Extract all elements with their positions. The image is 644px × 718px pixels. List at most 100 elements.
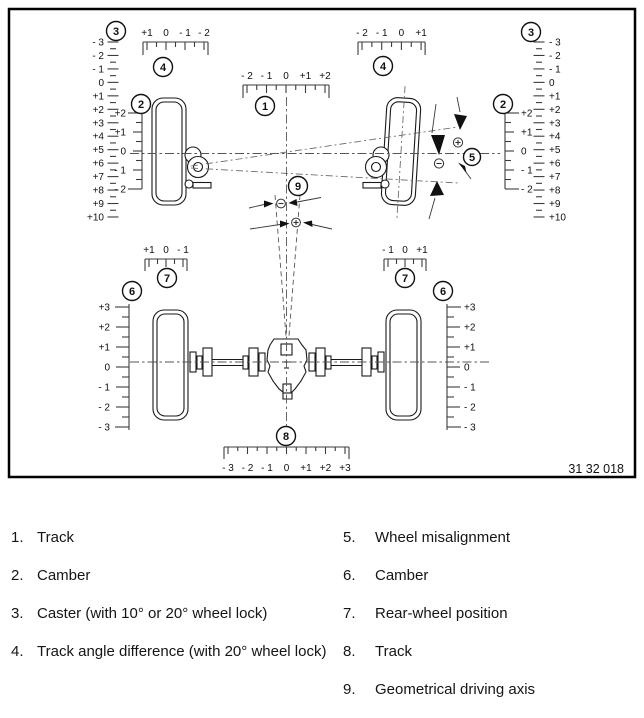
tick-label: +8: [549, 186, 561, 197]
callout-track-rear: 8: [275, 425, 297, 447]
down-arrow: [431, 135, 445, 155]
tick-label: +2: [464, 323, 476, 334]
tick-label: - 2: [198, 28, 210, 39]
tick-label: 0: [120, 147, 126, 158]
tick-label: 0: [163, 28, 169, 39]
tick-label: 0: [284, 463, 290, 474]
tick-label: 0: [399, 28, 405, 39]
tick-label: +9: [93, 199, 105, 210]
legend-label: Caster (with 10° or 20° wheel lock): [37, 605, 268, 622]
callout-camber-rear-left: 6: [121, 280, 143, 302]
tick-label: +3: [99, 303, 111, 314]
svg-text:9: 9: [295, 181, 301, 193]
tick-label: - 1: [376, 28, 388, 39]
minus-symbol: [276, 198, 286, 209]
callout-rear-position-right: 7: [394, 267, 416, 289]
camber-rear-scale-left: +3+2+10- 1- 2- 3: [98, 303, 130, 434]
figure-reference-number: 31 32 018: [568, 462, 624, 476]
legend-number: 3.: [11, 605, 24, 622]
tick-label: +1: [464, 343, 476, 354]
tick-label: - 2: [241, 71, 253, 82]
tick-label: +1: [141, 28, 153, 39]
tick-label: +5: [93, 145, 105, 156]
legend-label: Geometrical driving axis: [375, 681, 536, 698]
tick-label: +6: [549, 159, 561, 170]
tick-label: 0: [163, 245, 169, 256]
misalignment-arrows: [428, 96, 472, 220]
driving-axis-arrows: [248, 197, 333, 230]
tick-label: - 3: [549, 38, 561, 49]
legend-column-left: 1. Track 2. Camber 3. Caster (with 10° o…: [11, 528, 343, 718]
callout-camber-front-left: 2: [130, 93, 152, 115]
alignment-diagram: - 3- 2- 10+1+2+3+4+5+6+7+8+9+10 - 3- 2- …: [7, 7, 637, 479]
tick-label: +1: [143, 245, 155, 256]
front-left-wheel: [151, 97, 187, 206]
svg-text:2: 2: [500, 99, 506, 111]
rear-right-wheel: [385, 309, 422, 421]
tick-label: +1: [521, 128, 533, 139]
callout-track-angle-left: 4: [152, 56, 174, 78]
tick-label: 0: [549, 78, 555, 89]
tick-label: - 1: [464, 383, 476, 394]
tick-label: +2: [99, 323, 111, 334]
legend-item-rear-wheel-position: 7. Rear-wheel position: [343, 604, 535, 642]
svg-text:3: 3: [528, 27, 534, 39]
tick-label: +3: [549, 118, 561, 129]
tick-label: +1: [300, 71, 312, 82]
tick-label: - 2: [521, 185, 533, 196]
callout-wheel-misalignment: 5: [462, 147, 482, 167]
tick-label: - 2: [242, 463, 254, 474]
tick-label: +10: [549, 212, 566, 223]
legend-number: 9.: [343, 681, 356, 698]
legend-number: 1.: [11, 529, 24, 546]
svg-text:5: 5: [469, 152, 475, 164]
legend-item-geometrical-driving-axis: 9. Geometrical driving axis: [343, 680, 535, 718]
tick-label: - 1: [179, 28, 191, 39]
tick-label: +2: [549, 105, 561, 116]
track-angle-scale-left: +1 0 - 1 - 2: [141, 28, 210, 55]
legend-number: 4.: [11, 643, 24, 660]
plus-symbol: [291, 217, 301, 228]
tick-label: 0: [521, 147, 527, 158]
legend-item-caster: 3. Caster (with 10° or 20° wheel lock): [11, 604, 343, 642]
legend-item-track-angle-difference: 4. Track angle difference (with 20° whee…: [11, 642, 343, 680]
tick-label: - 2: [549, 51, 561, 62]
legend-number: 6.: [343, 567, 356, 584]
callout-driving-axis: 9: [287, 175, 309, 197]
minus-symbol: [433, 158, 445, 169]
tick-label: - 1: [177, 245, 189, 256]
svg-text:3: 3: [113, 26, 119, 38]
diagram-frame: [7, 7, 637, 479]
tick-label: +2: [319, 71, 331, 82]
rear-left-wheel: [152, 309, 189, 421]
tick-label: - 1: [92, 64, 104, 75]
tick-label: +5: [549, 145, 561, 156]
legend-item-track-front: 1. Track: [11, 528, 343, 566]
legend: 1. Track 2. Camber 3. Caster (with 10° o…: [0, 528, 644, 718]
tick-label: +2: [115, 109, 127, 120]
tick-label: +3: [339, 463, 351, 474]
tick-label: 0: [98, 78, 104, 89]
callout-track-front: 1: [254, 95, 276, 117]
tick-label: - 2: [464, 403, 476, 414]
tick-label: 0: [283, 71, 289, 82]
tick-label: - 2: [92, 51, 104, 62]
tick-label: +1: [99, 343, 111, 354]
legend-column-right: 5. Wheel misalignment 6. Camber 7. Rear-…: [343, 528, 535, 718]
callout-caster-right: 3: [520, 21, 542, 43]
tick-label: - 2: [98, 403, 110, 414]
tick-label: +1: [300, 463, 312, 474]
svg-text:6: 6: [440, 286, 446, 298]
tick-label: +4: [93, 132, 105, 143]
svg-text:7: 7: [164, 273, 170, 285]
tick-label: +3: [93, 118, 105, 129]
tick-label: +1: [416, 245, 428, 256]
svg-text:4: 4: [380, 61, 387, 73]
legend-number: 8.: [343, 643, 356, 660]
legend-label: Camber: [375, 567, 429, 584]
legend-number: 2.: [11, 567, 24, 584]
legend-item-camber-front: 2. Camber: [11, 566, 343, 604]
tick-label: +1: [115, 128, 127, 139]
